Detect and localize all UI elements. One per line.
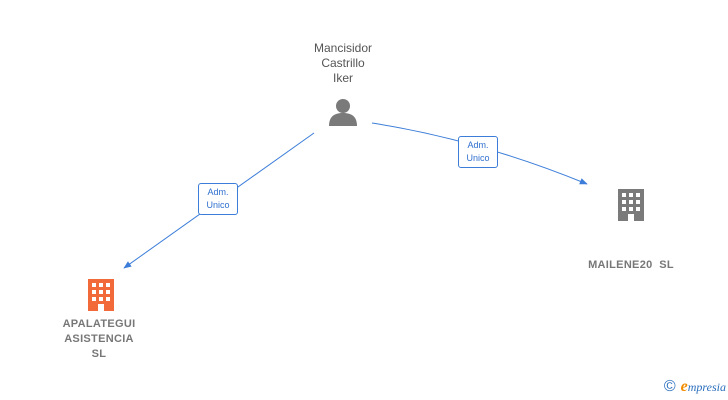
copyright-icon: © [663, 378, 676, 395]
company-name-line: MAILENE20 SL [588, 259, 674, 271]
person-name-line: Castrillo [321, 56, 365, 70]
company-name-line: SL [91, 348, 107, 360]
company-name-apalategui[interactable]: APALATEGUI ASISTENCIA SL [44, 317, 154, 362]
edge-role-label-right[interactable]: Adm. Unico [458, 136, 498, 168]
brand-footer[interactable]: © empresia [664, 378, 726, 396]
person-name-line: Mancisidor [313, 41, 373, 55]
edge-role-line: Adm. [207, 187, 229, 197]
person-name-line: Iker [332, 71, 353, 85]
edge-role-line: Adm. [467, 140, 489, 150]
person-name[interactable]: Mancisidor Castrillo Iker [293, 41, 393, 86]
person-icon[interactable] [329, 99, 357, 126]
company-name-line: APALATEGUI [62, 318, 136, 330]
building-icon[interactable] [618, 189, 644, 221]
brand-name: mpresia [687, 380, 726, 394]
company-name-mailene20[interactable]: MAILENE20 SL [576, 228, 686, 288]
company-name-line: ASISTENCIA [64, 333, 134, 345]
building-icon[interactable] [88, 279, 114, 311]
edge-role-line: Unico [206, 200, 230, 210]
brand-initial: e [680, 378, 688, 395]
brand-logo: empresia [681, 378, 726, 396]
edge-role-line: Unico [466, 153, 490, 163]
edge-role-label-left[interactable]: Adm. Unico [198, 183, 238, 215]
